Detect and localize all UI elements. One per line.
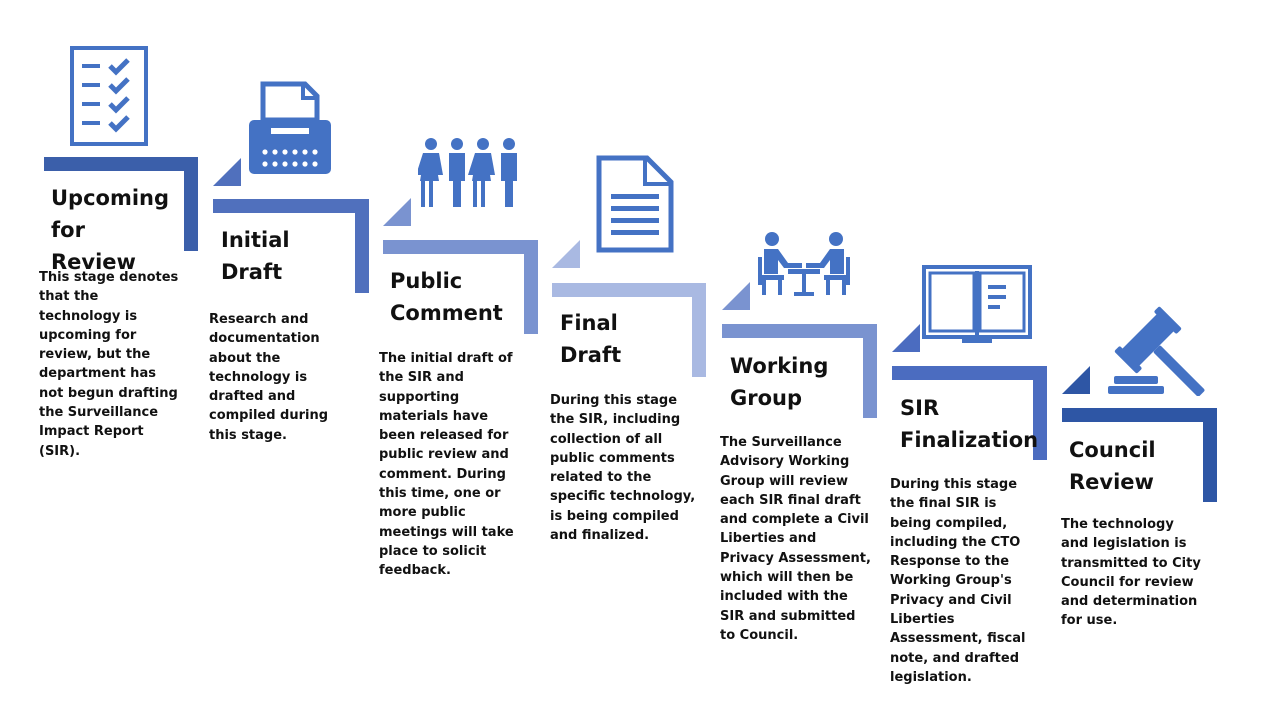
stage-bar	[44, 157, 198, 171]
stage-bar-drop	[355, 199, 369, 293]
meeting-icon	[756, 231, 852, 301]
open-book-icon	[922, 265, 1032, 349]
stage-title: Upcoming for Review	[51, 186, 170, 274]
step-arrow	[722, 282, 750, 310]
stage-description: This stage denotes that the technology i…	[39, 270, 179, 459]
stage-title: Public Comment	[390, 269, 503, 325]
document-icon	[595, 154, 675, 258]
stage-bar	[383, 240, 538, 254]
stage-description: The Surveillance Advisory Working Group …	[720, 435, 871, 643]
step-arrow	[1062, 366, 1090, 394]
stage-title: SIR Finalization	[900, 396, 1039, 452]
stage-bar-drop	[1033, 366, 1047, 460]
stage-description: The technology and legislation is transm…	[1061, 517, 1201, 629]
stage-title: Initial Draft	[221, 228, 290, 284]
step-arrow	[892, 324, 920, 352]
step-arrow	[552, 240, 580, 268]
stage-description: The initial draft of the SIR and support…	[379, 351, 514, 579]
stage-bar-drop	[184, 157, 198, 251]
stage-title: Working Group	[730, 354, 829, 410]
gavel-icon	[1104, 296, 1208, 400]
checklist-icon	[70, 46, 148, 150]
people-icon	[416, 137, 522, 213]
stage-bar-drop	[524, 240, 538, 334]
stage-bar-drop	[863, 324, 877, 418]
stage-title: Final Draft	[560, 311, 622, 367]
stage-bar-drop	[692, 283, 706, 377]
stage-title: Council Review	[1069, 438, 1156, 494]
step-arrow	[213, 158, 241, 186]
stage-description: During this stage the SIR, including col…	[550, 393, 696, 544]
stage-bar	[892, 366, 1047, 380]
stage-bar-drop	[1203, 408, 1217, 502]
stage-bar	[722, 324, 877, 338]
step-arrow	[383, 198, 411, 226]
stage-description: Research and documentation about the tec…	[209, 312, 329, 443]
stage-bar	[1062, 408, 1217, 422]
stage-description: During this stage the final SIR is being…	[890, 477, 1026, 685]
stage-bar	[552, 283, 706, 297]
typewriter-icon	[247, 80, 333, 180]
stage-bar	[213, 199, 369, 213]
